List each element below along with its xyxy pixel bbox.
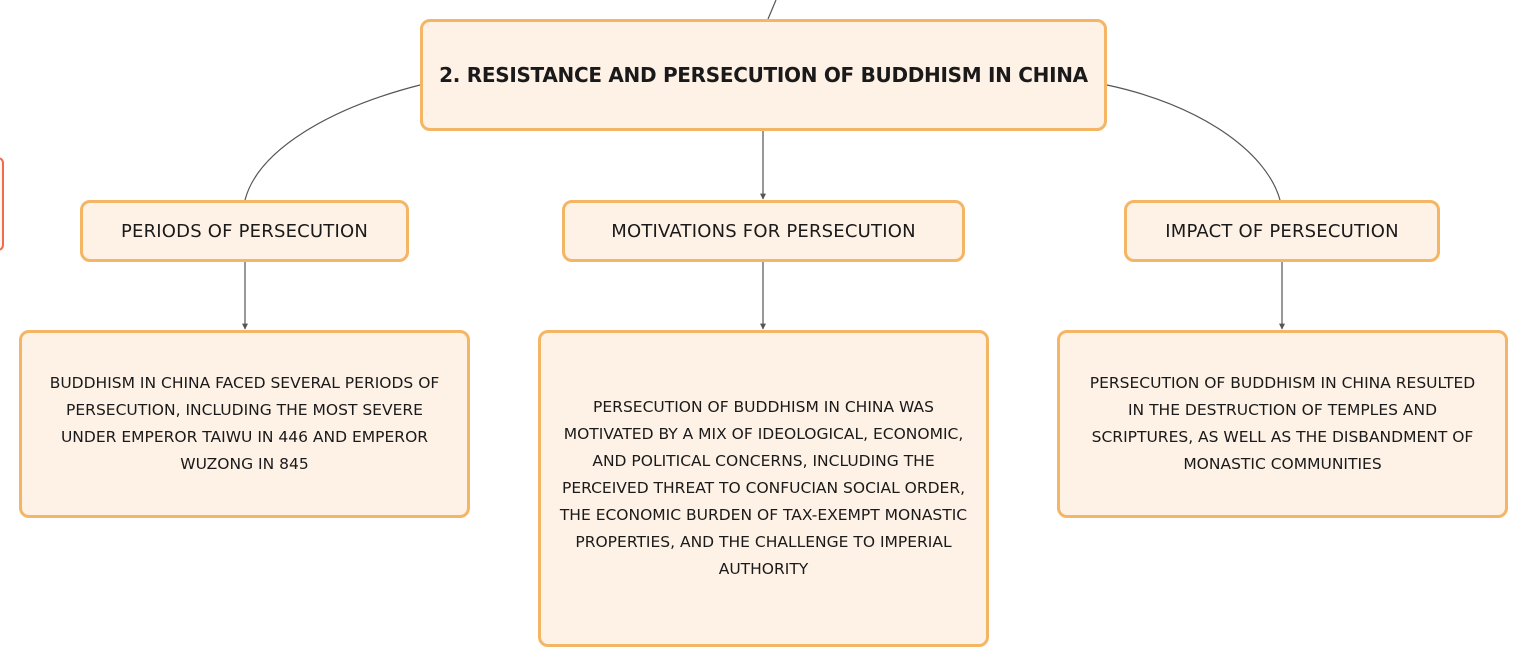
topic-node-periods[interactable]: PERIODS OF PERSECUTION	[80, 200, 409, 262]
detail-node-motivations[interactable]: PERSECUTION OF BUDDHISM IN CHINA WAS MOT…	[538, 330, 989, 647]
connector-root-to-periods	[244, 84, 421, 201]
topic-node-impact[interactable]: IMPACT OF PERSECUTION	[1124, 200, 1440, 262]
topic-label-periods: PERIODS OF PERSECUTION	[120, 220, 369, 242]
offscreen-node-edge[interactable]	[0, 157, 4, 251]
detail-text-impact: PERSECUTION OF BUDDHISM IN CHINA RESULTE…	[1089, 374, 1476, 473]
topic-label-motivations: MOTIVATIONS FOR PERSECUTION	[611, 220, 916, 242]
topic-node-motivations[interactable]: MOTIVATIONS FOR PERSECUTION	[562, 200, 965, 262]
detail-text-periods: BUDDHISM IN CHINA FACED SEVERAL PERIODS …	[49, 374, 440, 473]
detail-node-periods[interactable]: BUDDHISM IN CHINA FACED SEVERAL PERIODS …	[19, 330, 470, 518]
connector-root-to-impact	[1106, 84, 1281, 201]
root-node[interactable]: 2. RESISTANCE AND PERSECUTION OF BUDDHIS…	[420, 19, 1107, 131]
root-title: 2. RESISTANCE AND PERSECUTION OF BUDDHIS…	[439, 63, 1088, 87]
detail-text-motivations: PERSECUTION OF BUDDHISM IN CHINA WAS MOT…	[559, 398, 968, 578]
connector-parent-to-root	[767, 0, 777, 20]
detail-node-impact[interactable]: PERSECUTION OF BUDDHISM IN CHINA RESULTE…	[1057, 330, 1508, 518]
topic-label-impact: IMPACT OF PERSECUTION	[1165, 220, 1399, 242]
